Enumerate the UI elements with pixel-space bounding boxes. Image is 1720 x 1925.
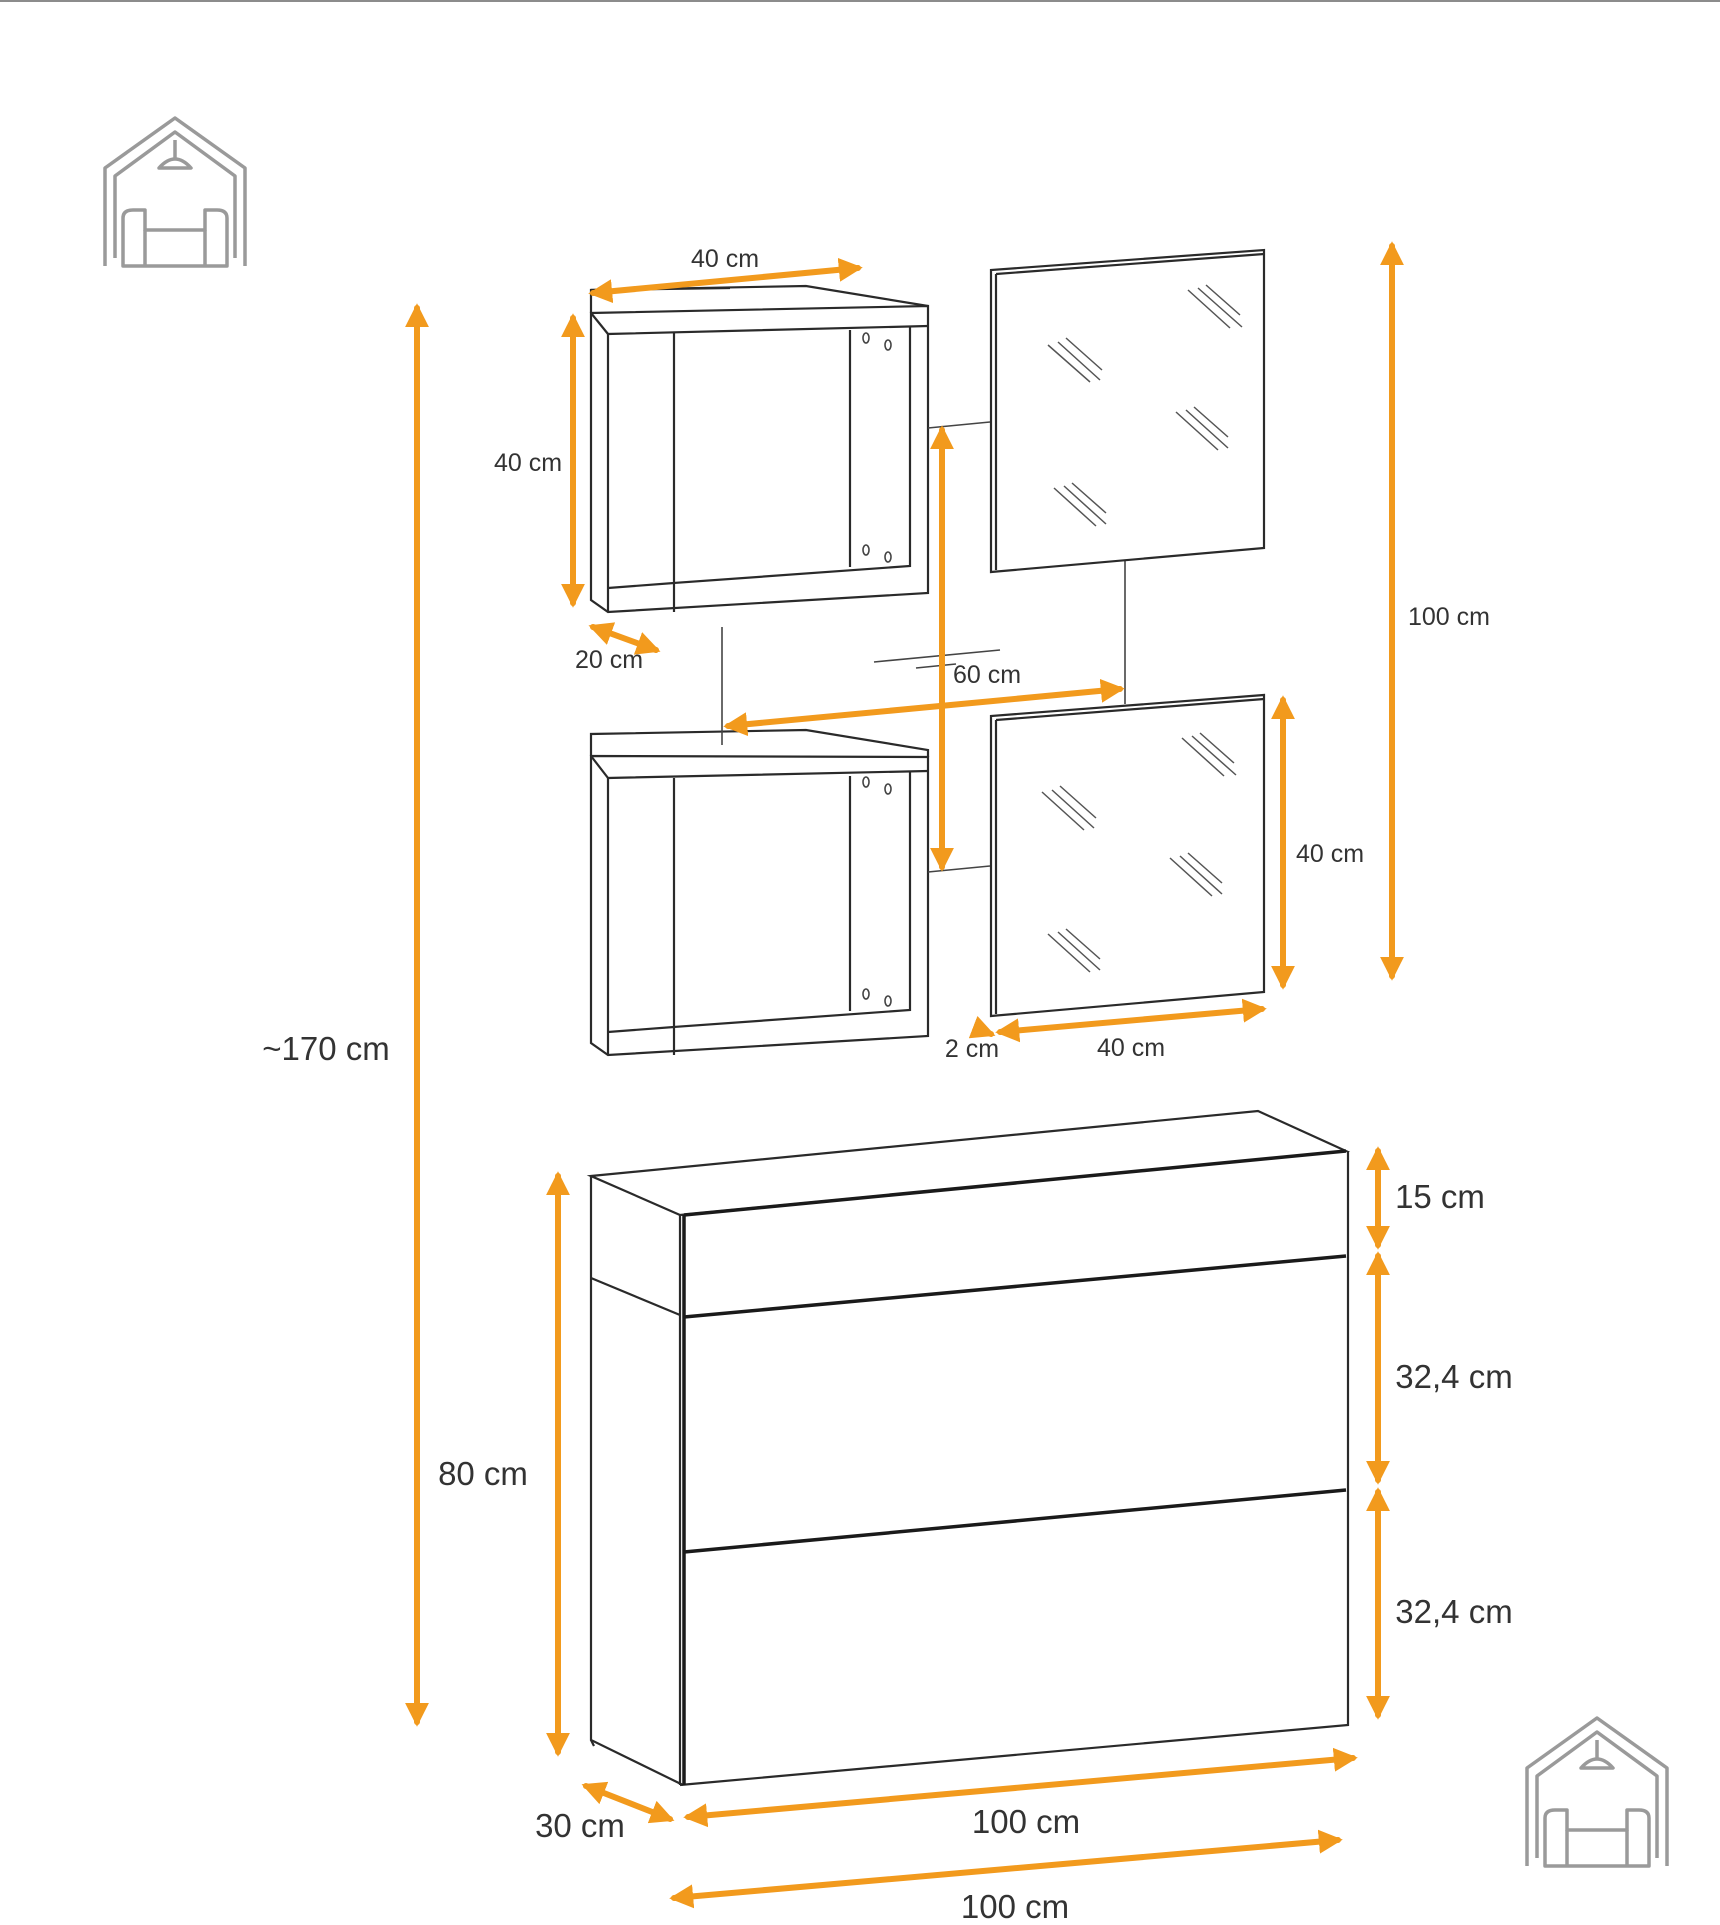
label-cube-height: 40 cm (494, 449, 562, 477)
cube-shelf-bottom (589, 728, 930, 1057)
shoe-cabinet (586, 1109, 1351, 1787)
label-mirror-height: 40 cm (1296, 840, 1364, 868)
label-drawer-top-height: 15 cm (1395, 1178, 1485, 1215)
dimension-arrows (405, 241, 1404, 1909)
label-cabinet-front-width: 100 cm (972, 1803, 1080, 1840)
label-cube-depth: 20 cm (575, 646, 643, 674)
label-cabinet-height: 80 cm (438, 1455, 528, 1492)
dim-cabinet-front-width (683, 1747, 1358, 1828)
label-drawer-mid-height: 32,4 cm (1395, 1358, 1512, 1395)
mounting-rail (721, 421, 1126, 873)
dim-mirror-gap (968, 1015, 996, 1039)
dim-cube-depth (588, 622, 661, 655)
dimension-labels: 40 cm 40 cm 20 cm 60 cm 100 cm 40 cm 2 c… (262, 245, 1512, 1925)
dim-cube-width (588, 257, 863, 304)
label-mirror-width: 40 cm (1097, 1034, 1165, 1062)
label-drawer-bottom-height: 32,4 cm (1395, 1593, 1512, 1630)
label-total-height: ~170 cm (262, 1030, 390, 1067)
label-cube-width: 40 cm (691, 245, 759, 273)
label-mirror-set-height: 100 cm (1408, 603, 1490, 631)
label-cube-spacing: 60 cm (953, 661, 1021, 689)
dim-mirror-width (995, 998, 1267, 1043)
house-sofa-icon (1525, 1716, 1669, 1868)
label-cabinet-width: 100 cm (961, 1888, 1069, 1920)
house-sofa-icon (103, 116, 247, 268)
label-mirror-gap: 2 cm (945, 1035, 999, 1063)
dim-cube-spacing (723, 678, 1125, 737)
cube-shelf-top (589, 284, 930, 614)
dim-cabinet-depth (581, 1781, 675, 1824)
dim-cabinet-width (669, 1829, 1343, 1909)
label-cabinet-depth: 30 cm (535, 1807, 625, 1844)
mirror-bottom (989, 693, 1266, 1018)
mirror-top (989, 248, 1266, 574)
